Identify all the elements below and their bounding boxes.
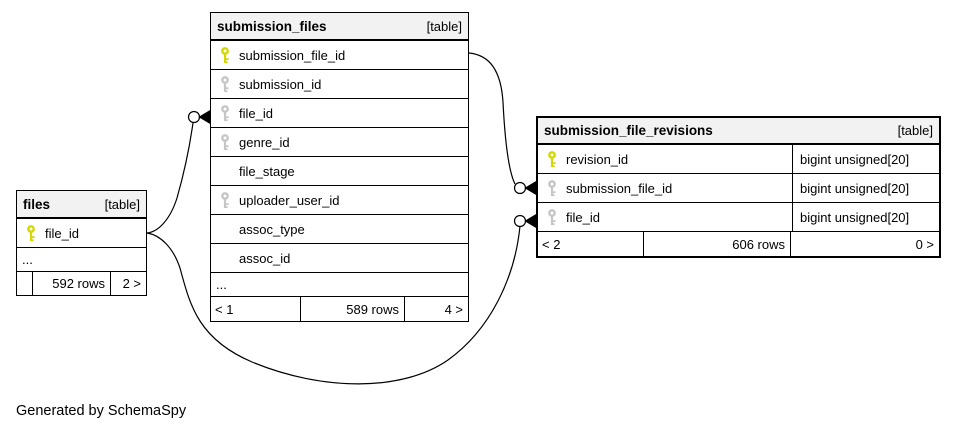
footer-row-count: 589 rows [301, 297, 405, 321]
footer-parents-count: 0 > [915, 236, 934, 252]
table-footer: 592 rows 2 > [17, 272, 146, 295]
column-name: file_id [566, 209, 600, 225]
column-name: submission_id [239, 76, 322, 92]
primary-key-icon [547, 150, 557, 168]
table-name: submission_file_revisions [544, 123, 713, 138]
primary-key-icon [26, 224, 36, 242]
column-name: file_id [239, 105, 273, 121]
column-name: genre_id [239, 134, 290, 150]
column-name: file_stage [239, 163, 295, 179]
column-type: bigint unsigned[20] [792, 203, 939, 231]
edge-submission-files-to-revisions [468, 52, 516, 185]
foreign-key-icon [220, 191, 230, 209]
column-row: file_id [17, 219, 146, 248]
connector-dot [187, 110, 201, 124]
table-badge: [table] [897, 123, 933, 138]
table-badge: [table] [104, 196, 140, 212]
foreign-key-icon [220, 75, 230, 93]
column-row: submission_file_id [211, 41, 468, 70]
column-row: genre_id [211, 128, 468, 157]
foreign-key-icon [220, 133, 230, 151]
connector-dot [513, 181, 527, 195]
footer-children-count: < 2 [538, 232, 644, 256]
column-type: bigint unsigned[20] [792, 145, 939, 173]
footer-row-count: 592 rows [33, 272, 111, 295]
table-submission-files: submission_files [table] submission_file… [210, 12, 469, 322]
connector-arrow [524, 213, 537, 229]
footer-children-count [17, 272, 33, 295]
footer-children-count: < 1 [211, 297, 301, 321]
column-row: revision_id bigint unsigned[20] [538, 145, 939, 174]
table-submission-file-revisions: submission_file_revisions [table] revisi… [536, 116, 941, 258]
column-name: submission_file_id [239, 47, 346, 63]
table-name: files [23, 196, 51, 212]
column-row: assoc_id [211, 244, 468, 273]
edge-files-to-submission-files [146, 122, 194, 234]
table-badge: [table] [426, 18, 462, 34]
column-row: submission_id [211, 70, 468, 99]
column-row: uploader_user_id [211, 186, 468, 215]
ellipsis-row: ... [211, 273, 468, 297]
column-row: file_stage [211, 157, 468, 186]
connector-arrow [198, 109, 211, 125]
column-row: file_id [211, 99, 468, 128]
column-name: file_id [45, 225, 79, 241]
column-row: assoc_type [211, 215, 468, 244]
table-submission-file-revisions-header[interactable]: submission_file_revisions [table] [538, 118, 939, 145]
table-footer: < 2 606 rows 0 > [538, 232, 939, 256]
table-files: files [table] file_id ... 592 rows 2 > [16, 190, 147, 296]
table-files-header[interactable]: files [table] [17, 191, 146, 219]
column-type: bigint unsigned[20] [792, 174, 939, 202]
footer-parents-count: 4 > [444, 301, 463, 317]
table-submission-files-header[interactable]: submission_files [table] [211, 13, 468, 41]
column-row: submission_file_id bigint unsigned[20] [538, 174, 939, 203]
connector-arrow [524, 180, 537, 196]
generator-credit: Generated by SchemaSpy [16, 403, 187, 419]
ellipsis-row: ... [17, 248, 146, 272]
connector-dot [513, 214, 527, 228]
foreign-key-icon [547, 179, 557, 197]
table-footer: < 1 589 rows 4 > [211, 297, 468, 321]
footer-row-count: 606 rows [644, 232, 791, 256]
column-name: assoc_id [239, 250, 291, 266]
foreign-key-icon [547, 208, 557, 226]
column-name: uploader_user_id [239, 192, 340, 208]
primary-key-icon [220, 46, 230, 64]
foreign-key-icon [220, 104, 230, 122]
footer-parents-count: 2 > [122, 276, 141, 291]
column-name: revision_id [566, 151, 629, 167]
column-name: assoc_type [239, 221, 305, 237]
column-row: file_id bigint unsigned[20] [538, 203, 939, 232]
column-name: submission_file_id [566, 180, 673, 196]
table-name: submission_files [217, 18, 327, 34]
